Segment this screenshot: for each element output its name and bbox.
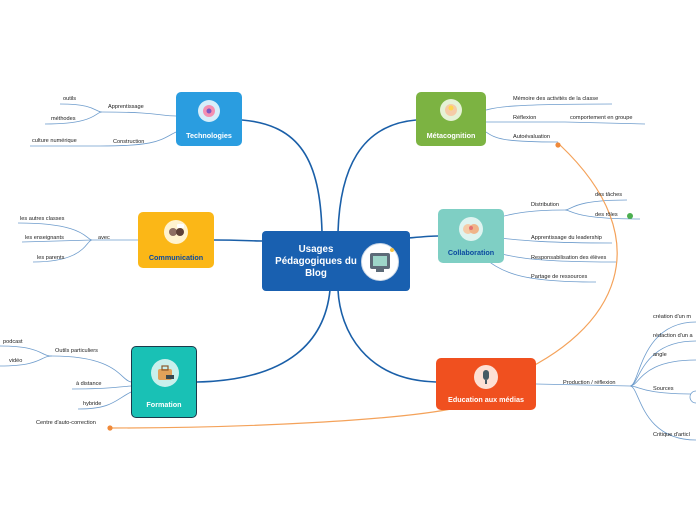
node-technologies[interactable]: Technologies — [176, 92, 242, 146]
topic-creation[interactable]: création d'un m — [653, 314, 692, 320]
topic-outils[interactable]: outils — [63, 96, 77, 102]
topic-reflexion[interactable]: Réflexion — [513, 115, 537, 121]
head-lightbulb-icon — [440, 99, 462, 121]
brain-gear-icon — [198, 100, 220, 122]
topic-comportement[interactable]: comportement en groupe — [570, 115, 633, 121]
topic-distance[interactable]: à distance — [76, 381, 102, 387]
connector-formation — [196, 289, 331, 383]
topic-sources[interactable]: Sources — [653, 386, 674, 392]
relation-medias-autocorrection — [109, 407, 457, 429]
relation-endpoint — [555, 142, 561, 148]
blog-screen-icon — [361, 243, 399, 281]
topic-taches[interactable]: des tâches — [595, 192, 623, 198]
topic-partage[interactable]: Partage de ressources — [531, 274, 588, 280]
topic-responsabilisation[interactable]: Responsabilisation des élèves — [531, 255, 607, 261]
connector-technologies — [241, 119, 323, 233]
topic-avec[interactable]: avec — [98, 235, 110, 241]
topic-autocorrection[interactable]: Centre d'auto-correction — [36, 420, 96, 426]
topic-leadership[interactable]: Apprentissage du leadership — [531, 235, 602, 241]
topic-autres-classes[interactable]: les autres classes — [20, 216, 65, 222]
connector-communication — [213, 239, 264, 242]
node-title: Technologies — [186, 131, 232, 140]
node-communication[interactable]: Communication — [138, 212, 214, 268]
relation-medias-autoevaluation — [507, 144, 618, 379]
topic-redaction[interactable]: rédaction d'un a — [653, 333, 693, 339]
topic-roles[interactable]: des rôles — [595, 212, 618, 218]
topic-culture-numerique[interactable]: culture numérique — [32, 138, 77, 144]
node-title: Formation — [146, 400, 182, 409]
node-formation[interactable]: Formation — [131, 346, 197, 418]
topic-parents[interactable]: les parents — [37, 255, 65, 261]
topic-memoire[interactable]: Mémoire des activités de la classe — [513, 96, 599, 102]
topic-hybride[interactable]: hybride — [83, 401, 102, 407]
connector-collaboration — [408, 235, 439, 239]
node-title: Métacognition — [426, 131, 476, 140]
topic-outils-particuliers[interactable]: Outils particuliers — [55, 348, 98, 354]
topic-methodes[interactable]: méthodes — [51, 116, 76, 122]
topic-enseignants[interactable]: les enseignants — [25, 235, 64, 241]
node-collaboration[interactable]: Collaboration — [438, 209, 504, 263]
heads-gears-icon — [459, 217, 483, 241]
topic-apprentissage[interactable]: Apprentissage — [108, 104, 144, 110]
sources-collapse-toggle — [689, 390, 696, 404]
connector-medias — [337, 289, 437, 383]
topic-critique[interactable]: Critique d'articl — [653, 432, 690, 438]
people-chat-icon — [164, 220, 188, 244]
briefcase-icon — [151, 359, 179, 387]
topic-autoevaluation[interactable]: Autoévaluation — [513, 134, 551, 140]
topic-angle[interactable]: angle — [653, 352, 667, 358]
node-metacognition[interactable]: Métacognition — [416, 92, 486, 146]
node-title: Collaboration — [447, 248, 495, 257]
topic-podcast[interactable]: podcast — [3, 339, 23, 345]
connector-metacognition — [337, 119, 417, 233]
node-title: Communication — [148, 253, 204, 262]
node-title: Education aux médias — [448, 395, 524, 404]
node-education-medias[interactable]: Education aux médias — [436, 358, 536, 410]
microphone-icon — [474, 365, 498, 389]
relation-endpoint — [107, 425, 113, 431]
central-title: Usages Pédagogiques du Blog — [275, 244, 357, 279]
topic-video[interactable]: vidéo — [9, 358, 23, 364]
topic-distribution[interactable]: Distribution — [531, 202, 559, 208]
drive-icon — [627, 213, 633, 219]
topic-construction[interactable]: Construction — [113, 139, 145, 145]
topic-production[interactable]: Production / réflexion — [563, 380, 616, 386]
